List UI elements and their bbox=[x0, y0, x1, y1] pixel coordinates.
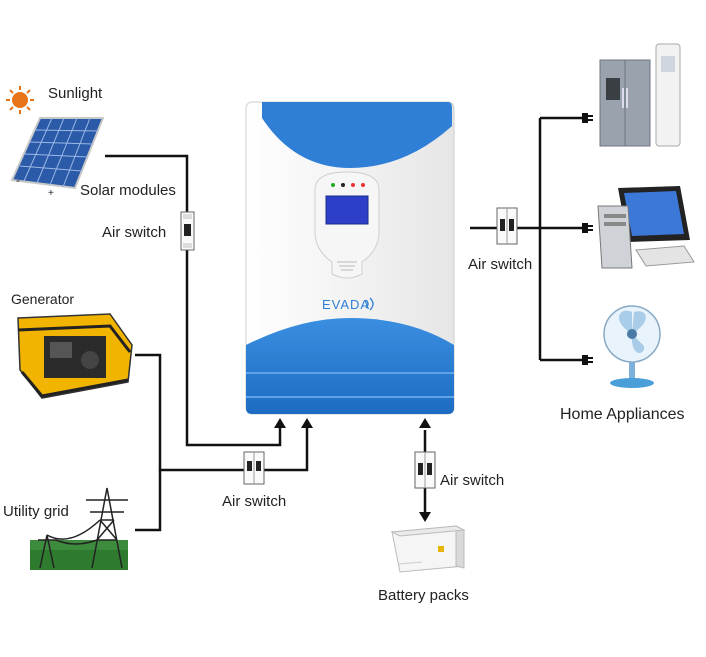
battery-icon bbox=[390, 525, 466, 573]
generator-label: Generator bbox=[11, 291, 75, 307]
air-switch-label-solar: Air switch bbox=[102, 224, 167, 241]
breaker-icon bbox=[496, 207, 518, 245]
flow-arrows bbox=[274, 418, 431, 522]
battery-packs-label: Battery packs bbox=[378, 587, 469, 604]
air-switch-label-input: Air switch bbox=[222, 493, 287, 510]
inverter-unit: EVADA bbox=[245, 101, 455, 415]
refrigerator-icon bbox=[599, 43, 681, 147]
power-tower-icon bbox=[30, 487, 128, 570]
sunlight-label: Sunlight bbox=[48, 85, 103, 102]
breaker-icon bbox=[180, 211, 195, 251]
air-switch-label-battery: Air switch bbox=[440, 472, 505, 489]
wiring bbox=[105, 116, 585, 532]
plug-icon bbox=[582, 113, 593, 123]
breaker-icon bbox=[414, 451, 436, 489]
plug-icons bbox=[582, 113, 593, 365]
fan-icon bbox=[603, 305, 661, 388]
breaker-icon bbox=[243, 451, 265, 485]
solar-modules-label: Solar modules bbox=[80, 182, 176, 199]
utility-grid-label: Utility grid bbox=[3, 503, 69, 520]
svg-text:-: - bbox=[16, 173, 20, 187]
plug-icon bbox=[582, 223, 593, 233]
home-appliances-label: Home Appliances bbox=[560, 406, 685, 423]
plug-icon bbox=[582, 355, 593, 365]
solar-panel-icon: - + bbox=[10, 117, 105, 199]
generator-icon bbox=[17, 313, 133, 399]
computer-icon bbox=[597, 186, 695, 269]
svg-text:+: + bbox=[48, 188, 54, 199]
sun-icon bbox=[6, 86, 34, 114]
air-switch-label-output: Air switch bbox=[468, 256, 533, 273]
inverter-brand: EVADA bbox=[322, 297, 370, 312]
